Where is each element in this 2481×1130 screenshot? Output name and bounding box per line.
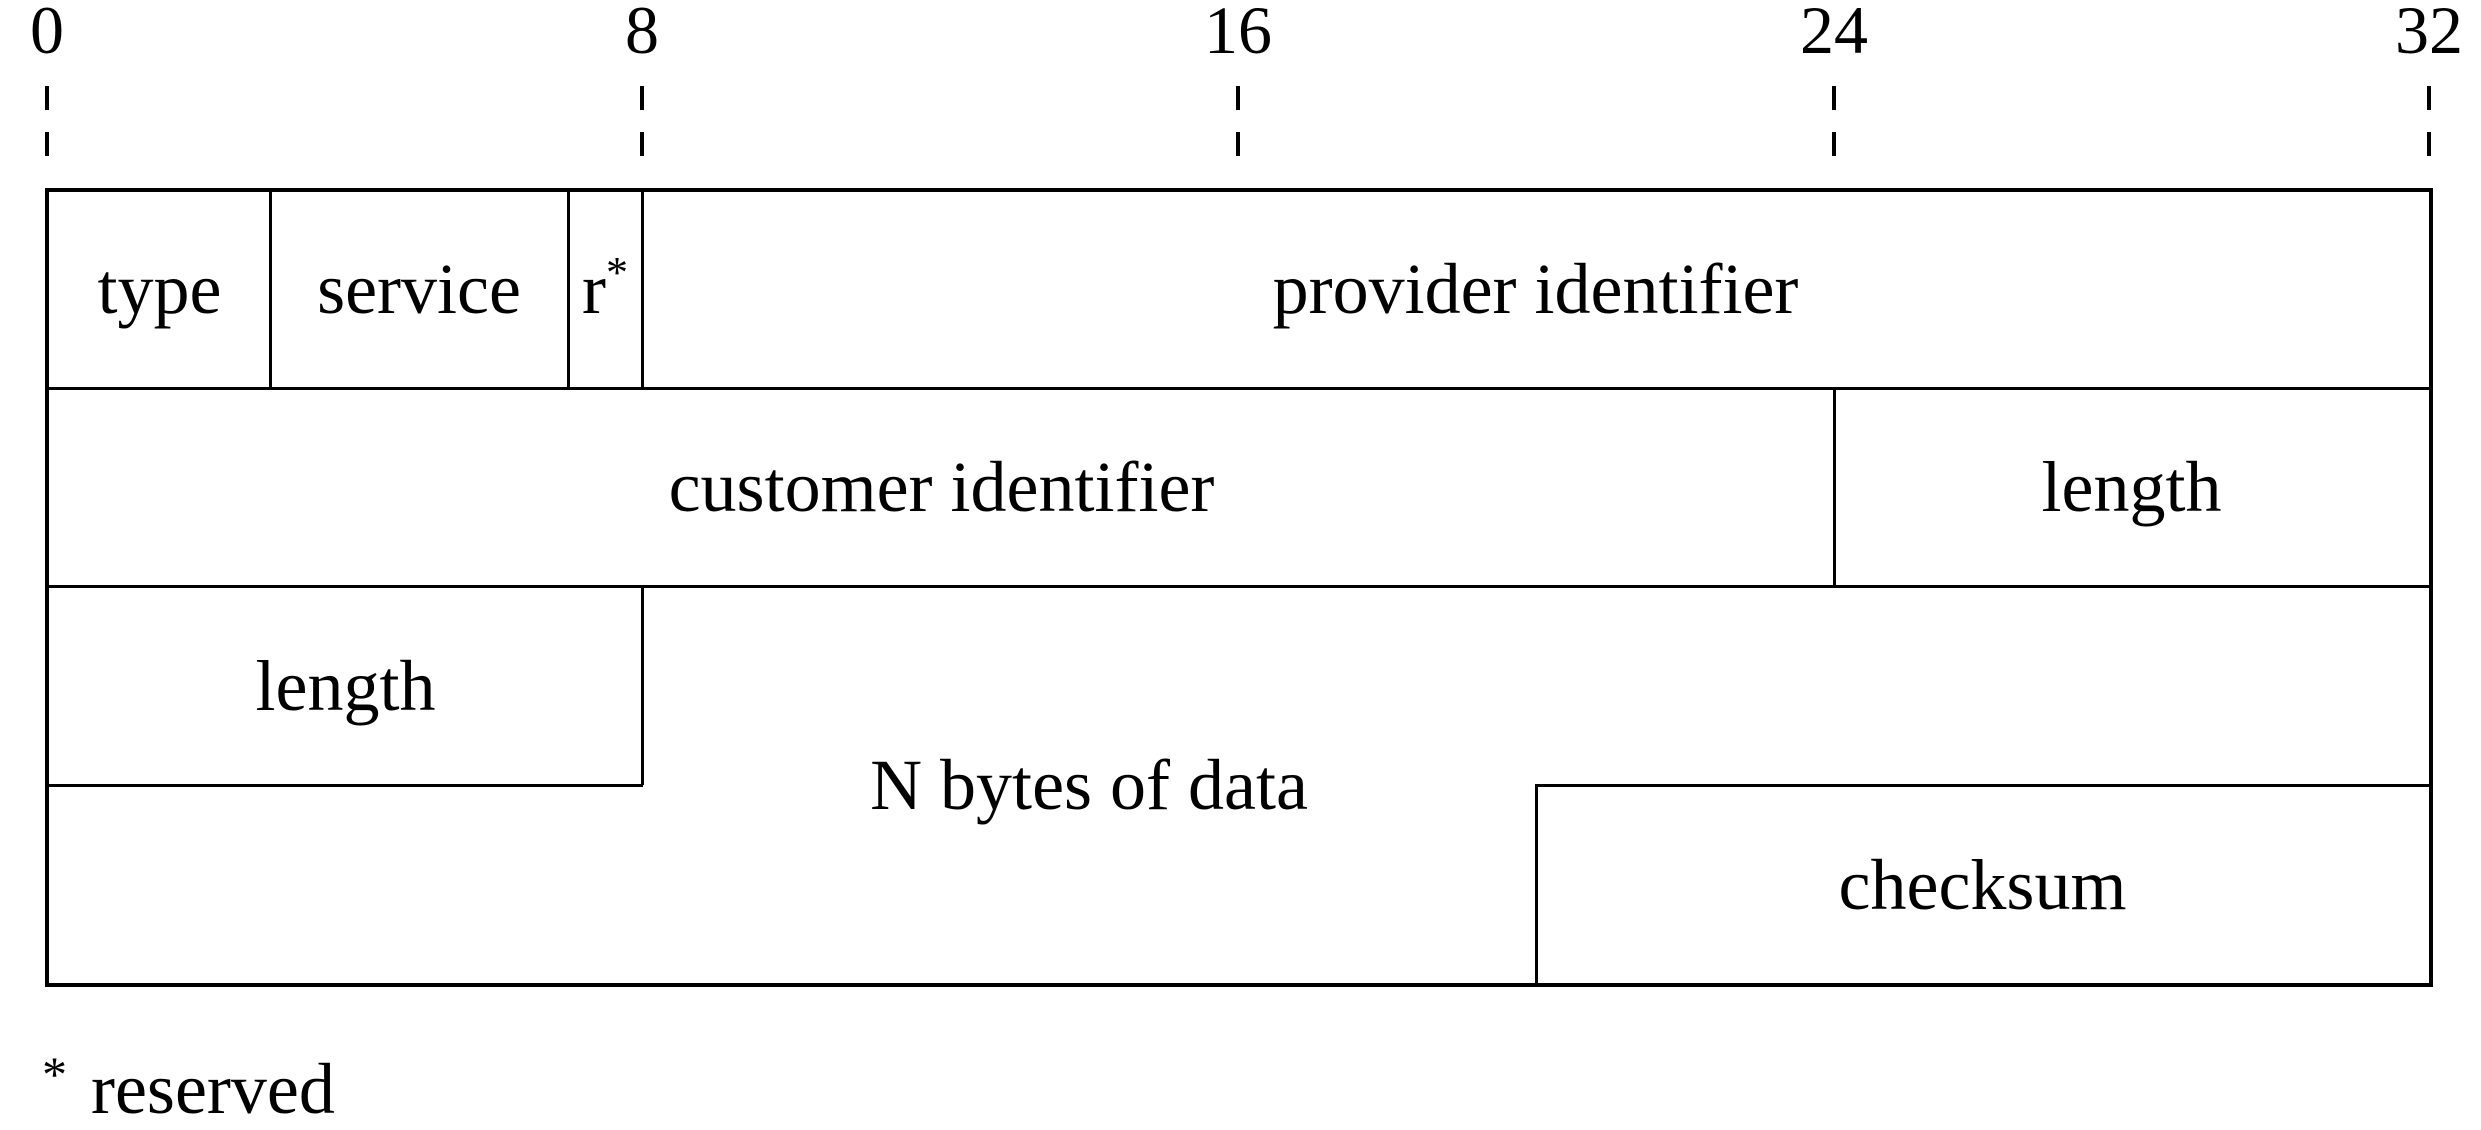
tick-dash-icon xyxy=(1832,86,1836,156)
field-length-row2: length xyxy=(2041,447,2222,527)
length-data-divider xyxy=(641,586,644,785)
field-type: type xyxy=(97,249,222,329)
field-data: N bytes of data xyxy=(870,745,1308,825)
reserved-provider-divider xyxy=(641,192,644,388)
field-length-row3: length xyxy=(255,646,436,726)
reserved-letter: r xyxy=(582,249,606,329)
bit-tick-label: 8 xyxy=(625,0,659,68)
bit-tick-label: 24 xyxy=(1800,0,1868,68)
footnote-asterisk: * xyxy=(42,1046,67,1102)
tick-dash-icon xyxy=(640,86,644,156)
checksum-cell-top-line xyxy=(1535,784,2429,787)
field-reserved: r* xyxy=(568,192,642,387)
bit-tick-label: 16 xyxy=(1204,0,1272,68)
footnote-text: reserved xyxy=(91,1049,335,1129)
bit-tick-label: 0 xyxy=(30,0,64,68)
footnote: * reserved xyxy=(42,1032,335,1130)
field-service: service xyxy=(317,249,521,329)
field-checksum: checksum xyxy=(1838,845,2127,925)
row1-row2-divider xyxy=(49,387,2429,390)
tick-dash-icon xyxy=(45,86,49,156)
tick-dash-icon xyxy=(2427,86,2431,156)
length-cell-bottom-line xyxy=(49,784,643,787)
row2-row3-divider xyxy=(49,585,2429,588)
field-customer-identifier: customer identifier xyxy=(668,447,1215,527)
field-provider-identifier: provider identifier xyxy=(1272,249,1799,329)
bit-tick-label: 32 xyxy=(2395,0,2463,68)
data-checksum-divider xyxy=(1535,786,1538,984)
tick-dash-icon xyxy=(1236,86,1240,156)
reserved-asterisk: * xyxy=(605,248,628,297)
type-service-divider xyxy=(269,192,272,388)
service-reserved-divider xyxy=(567,192,570,388)
customer-length-divider xyxy=(1833,388,1836,586)
